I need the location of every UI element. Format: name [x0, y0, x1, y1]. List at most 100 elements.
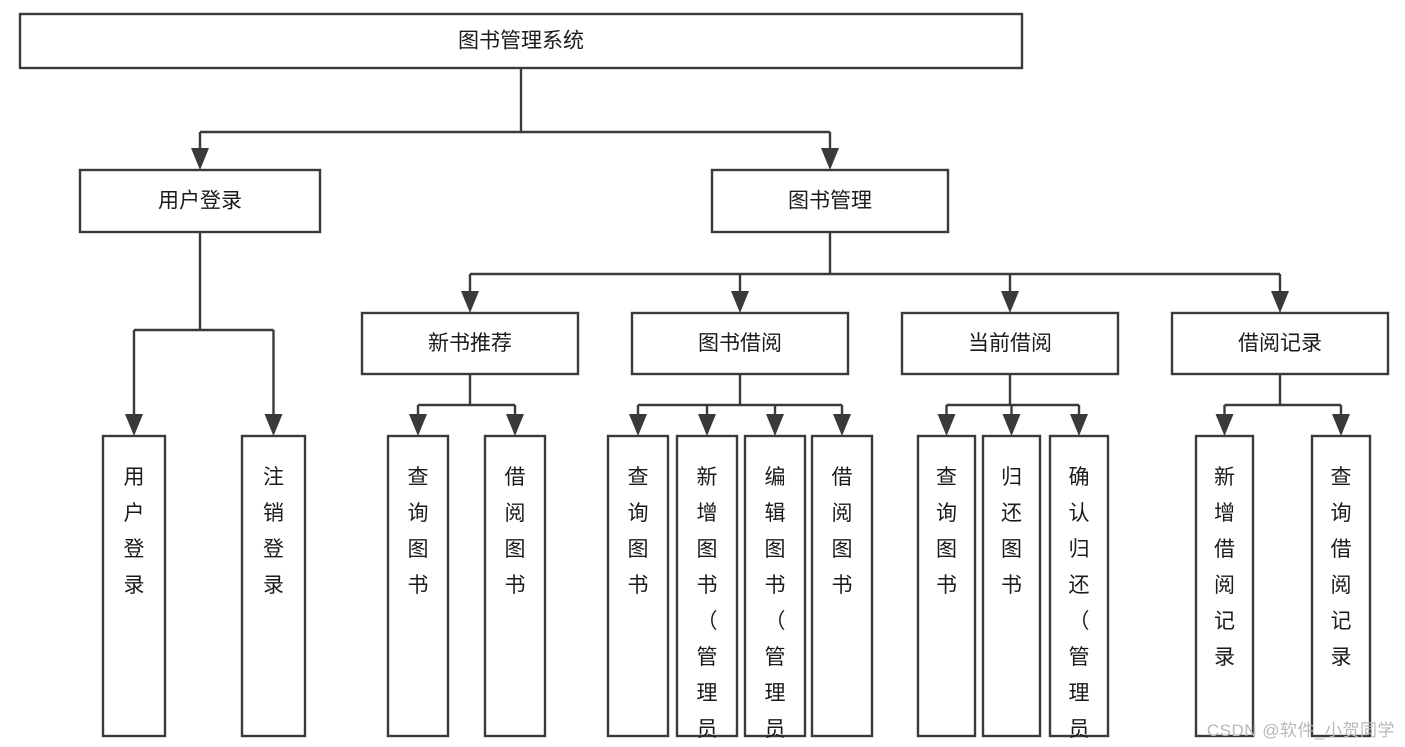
- node-leaf-m3-0-label-char: 借: [1214, 538, 1235, 561]
- node-leaf-m2-2-label-char: 员: [1069, 718, 1090, 741]
- node-leaf-m0-0-rect[interactable]: [386, 434, 450, 738]
- node-leaf-m1-3-label-char: 借: [832, 466, 853, 489]
- node-leaf-m1-2-label-char: （: [765, 610, 786, 633]
- node-leaf-m1-0-rect[interactable]: [606, 434, 670, 738]
- node-leaf-m2-2-label-char: 确: [1069, 466, 1090, 489]
- node-leaf-m3-0-label-char: 阅: [1214, 574, 1235, 597]
- conn-module-0-arrow-0: [409, 414, 427, 436]
- node-leaf-m1-1-label-char: 理: [697, 682, 718, 705]
- node-module-2-rect[interactable]: [900, 311, 1120, 376]
- node-leaf-user-login-1-rect[interactable]: [240, 434, 307, 738]
- node-leaf-m3-1-label-char: 借: [1331, 538, 1352, 561]
- node-leaf-m0-1-label-char: 书: [505, 574, 526, 597]
- node-leaf-m2-2-rect[interactable]: [1048, 434, 1110, 738]
- node-leaf-m3-1-label-char: 阅: [1331, 574, 1352, 597]
- conn-root-arrow-1: [821, 148, 839, 170]
- conn-user-login-arrow-1: [264, 414, 283, 436]
- node-leaf-user-login-1-label-char: 销: [263, 502, 284, 525]
- node-leaf-m1-1-rect[interactable]: [675, 434, 739, 738]
- node-leaf-m1-2-label-char: 辑: [765, 502, 786, 525]
- node-book-management-label: 图书管理: [788, 190, 872, 213]
- node-leaf-m3-1-label-char: 记: [1331, 610, 1352, 633]
- node-leaf-m1-2-label-char: 编: [765, 466, 786, 489]
- node-module-2[interactable]: 当前借阅: [900, 311, 1120, 376]
- node-leaf-m3-1-label-char: 询: [1331, 502, 1352, 525]
- node-leaf-m3-1-rect[interactable]: [1310, 434, 1372, 738]
- node-leaf-m2-1-label-char: 还: [1001, 502, 1022, 525]
- node-user-login-rect[interactable]: [78, 168, 322, 234]
- node-module-3-rect[interactable]: [1170, 311, 1390, 376]
- node-leaf-user-login-0[interactable]: 用户登录: [101, 434, 167, 738]
- conn-module-3-arrow-0: [1215, 414, 1234, 436]
- node-leaf-m2-0-label-char: 图: [936, 538, 957, 561]
- node-leaf-m0-1-rect[interactable]: [483, 434, 547, 738]
- conn-book-management-arrow-2: [1001, 291, 1019, 313]
- node-leaf-m0-0-label-char: 图: [408, 538, 429, 561]
- node-leaf-m1-2-label-char: 图: [765, 538, 786, 561]
- node-leaf-m2-0-label-char: 查: [936, 466, 957, 489]
- node-leaf-m2-0-label-char: 询: [936, 502, 957, 525]
- node-leaf-m0-0-label-char: 询: [408, 502, 429, 525]
- node-module-2-label: 当前借阅: [968, 332, 1052, 355]
- node-leaf-user-login-0-label-char: 用: [124, 466, 145, 489]
- node-leaf-user-login-1-label-char: 注: [263, 466, 284, 489]
- node-leaf-m3-0-rect[interactable]: [1194, 434, 1255, 738]
- node-root[interactable]: 图书管理系统: [18, 12, 1024, 70]
- node-leaf-m2-1-rect[interactable]: [981, 434, 1042, 738]
- watermark-text: CSDN @软件_小贺同学: [1206, 721, 1395, 740]
- node-module-3[interactable]: 借阅记录: [1170, 311, 1390, 376]
- node-leaf-user-login-0-rect[interactable]: [101, 434, 167, 738]
- node-leaf-m2-0-label-char: 书: [936, 574, 957, 597]
- node-leaf-m1-0-label-char: 询: [628, 502, 649, 525]
- node-leaf-user-login-1-label-char: 录: [263, 574, 284, 597]
- node-user-login[interactable]: 用户登录: [78, 168, 322, 234]
- node-leaf-m1-2-label-char: 理: [765, 682, 786, 705]
- node-leaf-m1-2-label-char: 管: [765, 646, 786, 669]
- node-leaf-m3-0-label-char: 录: [1214, 646, 1235, 669]
- node-leaf-m0-0-label-char: 查: [408, 466, 429, 489]
- node-root-rect[interactable]: [18, 12, 1024, 70]
- conn-module-2-arrow-1: [1002, 414, 1021, 436]
- node-leaf-m1-1-label-char: （: [697, 610, 718, 633]
- node-module-0[interactable]: 新书推荐: [360, 311, 580, 376]
- node-book-management[interactable]: 图书管理: [710, 168, 950, 234]
- node-leaf-m3-0-label-char: 增: [1214, 502, 1235, 525]
- node-leaf-m1-1-label-char: 增: [697, 502, 718, 525]
- conn-module-2-arrow-0: [937, 414, 956, 436]
- node-module-0-label: 新书推荐: [428, 332, 512, 355]
- node-user-login-label: 用户登录: [158, 190, 242, 213]
- node-leaf-user-login-0-label-char: 录: [124, 574, 145, 597]
- node-leaf-m1-3-rect[interactable]: [810, 434, 874, 738]
- node-leaf-m2-2-label-char: 还: [1069, 574, 1090, 597]
- node-leaf-user-login-1-label-char: 登: [263, 538, 284, 561]
- node-leaf-m2-1-label-char: 书: [1001, 574, 1022, 597]
- node-leaf-m2-1-label-char: 图: [1001, 538, 1022, 561]
- node-module-3-label: 借阅记录: [1238, 332, 1322, 355]
- node-module-0-rect[interactable]: [360, 311, 580, 376]
- node-leaf-m2-1-label-char: 归: [1001, 466, 1022, 489]
- node-module-1-rect[interactable]: [630, 311, 850, 376]
- node-leaf-m3-0-label-char: 新: [1214, 466, 1235, 489]
- node-leaf-m0-1-label-char: 图: [505, 538, 526, 561]
- node-leaf-m1-3-label-char: 书: [832, 574, 853, 597]
- node-leaf-m1-2-rect[interactable]: [743, 434, 807, 738]
- conn-user-login-arrow-0: [125, 414, 143, 436]
- node-module-1[interactable]: 图书借阅: [630, 311, 850, 376]
- node-leaf-m1-3-label-char: 阅: [832, 502, 853, 525]
- node-leaf-m2-0-rect[interactable]: [916, 434, 977, 738]
- node-leaf-m2-2-label-char: 归: [1069, 538, 1090, 561]
- conn-module-0-arrow-1: [506, 414, 524, 436]
